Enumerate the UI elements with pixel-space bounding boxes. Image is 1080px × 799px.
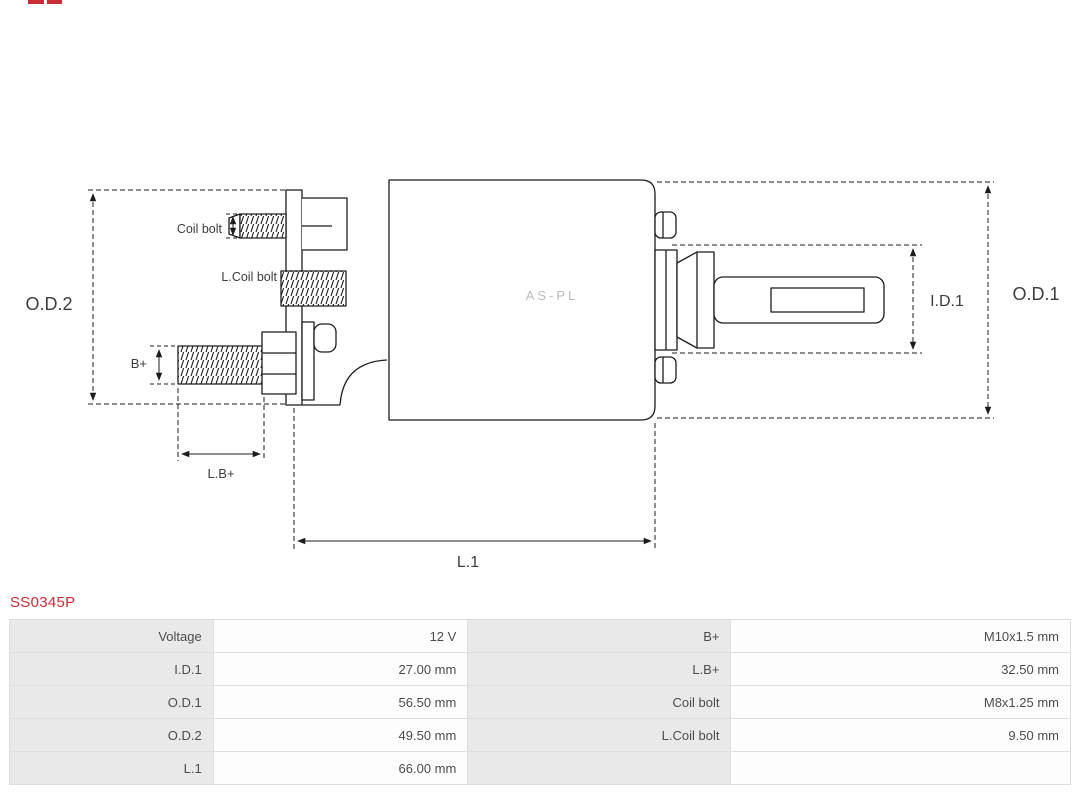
dim-od2 xyxy=(88,189,288,405)
dim-od1 xyxy=(657,181,994,419)
id1-label: I.D.1 xyxy=(930,293,964,310)
spec-row-l1: L.1 66.00 mm xyxy=(9,751,1071,785)
motor-terminal-top xyxy=(654,211,677,239)
coil-bolt-stud xyxy=(228,213,287,239)
spec-label xyxy=(467,751,732,785)
spec-value: 12 V xyxy=(212,619,469,653)
spec-table: Voltage 12 V B+ M10x1.5 mm I.D.1 27.00 m… xyxy=(9,619,1071,785)
dimension-annotations xyxy=(88,181,994,549)
od2-label: O.D.2 xyxy=(25,294,72,314)
hex-nut xyxy=(261,331,297,395)
coil-bolt-label: Coil bolt xyxy=(177,222,223,236)
solenoid-body xyxy=(388,179,656,421)
spec-value: 66.00 mm xyxy=(212,751,469,785)
bracket-bottom xyxy=(302,359,388,406)
b-plus-label: B+ xyxy=(131,356,147,371)
solenoid-technical-drawing: O.D.2 O.D.1 I.D.1 L.1 L.B+ B+ Coil bolt … xyxy=(25,0,1060,571)
dim-lb-plus xyxy=(177,388,265,461)
spec-row-id1: I.D.1 27.00 mm L.B+ 32.50 mm xyxy=(9,652,1071,686)
motor-terminal-bottom xyxy=(654,356,677,384)
part-number: SS0345P xyxy=(10,594,76,611)
spec-label: L.B+ xyxy=(467,652,732,686)
solenoid-diagram-wrap: O.D.2 O.D.1 I.D.1 L.1 L.B+ B+ Coil bolt … xyxy=(25,0,1060,571)
terminal-boot xyxy=(313,323,337,353)
od1-label: O.D.1 xyxy=(1012,284,1059,304)
spec-label: B+ xyxy=(467,619,732,653)
spec-label: Voltage xyxy=(9,619,214,653)
spec-value: M10x1.5 mm xyxy=(730,619,1071,653)
dim-coil-bolt xyxy=(226,213,242,239)
brand-logo-fragment xyxy=(28,0,62,4)
l-coil-bolt-label: L.Coil bolt xyxy=(221,270,277,284)
b-plus-bolt xyxy=(177,321,337,401)
l-coil-bolt-block xyxy=(280,270,347,307)
washer xyxy=(301,321,315,401)
spec-value: 49.50 mm xyxy=(212,718,469,752)
spec-label: L.1 xyxy=(9,751,214,785)
spec-label: Coil bolt xyxy=(467,685,732,719)
watermark: AS-PL xyxy=(526,288,579,303)
dim-id1 xyxy=(672,244,922,354)
lb-plus-label: L.B+ xyxy=(207,466,234,481)
dim-l1 xyxy=(293,408,656,549)
spec-label: I.D.1 xyxy=(9,652,214,686)
spec-value xyxy=(730,751,1071,785)
dim-b-plus xyxy=(150,345,178,385)
spec-value: 9.50 mm xyxy=(730,718,1071,752)
spec-label: O.D.1 xyxy=(9,685,214,719)
spec-label: L.Coil bolt xyxy=(467,718,732,752)
spec-label: O.D.2 xyxy=(9,718,214,752)
plunger-slot xyxy=(770,287,865,313)
solenoid-drawing xyxy=(177,179,885,421)
plunger-assembly xyxy=(654,249,885,351)
l1-label: L.1 xyxy=(457,554,479,571)
spec-row-voltage: Voltage 12 V B+ M10x1.5 mm xyxy=(9,619,1071,653)
spec-value: 56.50 mm xyxy=(212,685,469,719)
spec-row-od2: O.D.2 49.50 mm L.Coil bolt 9.50 mm xyxy=(9,718,1071,752)
spec-value: M8x1.25 mm xyxy=(730,685,1071,719)
bracket-step xyxy=(302,197,348,251)
spec-row-od1: O.D.1 56.50 mm Coil bolt M8x1.25 mm xyxy=(9,685,1071,719)
spec-value: 32.50 mm xyxy=(730,652,1071,686)
spec-value: 27.00 mm xyxy=(212,652,469,686)
